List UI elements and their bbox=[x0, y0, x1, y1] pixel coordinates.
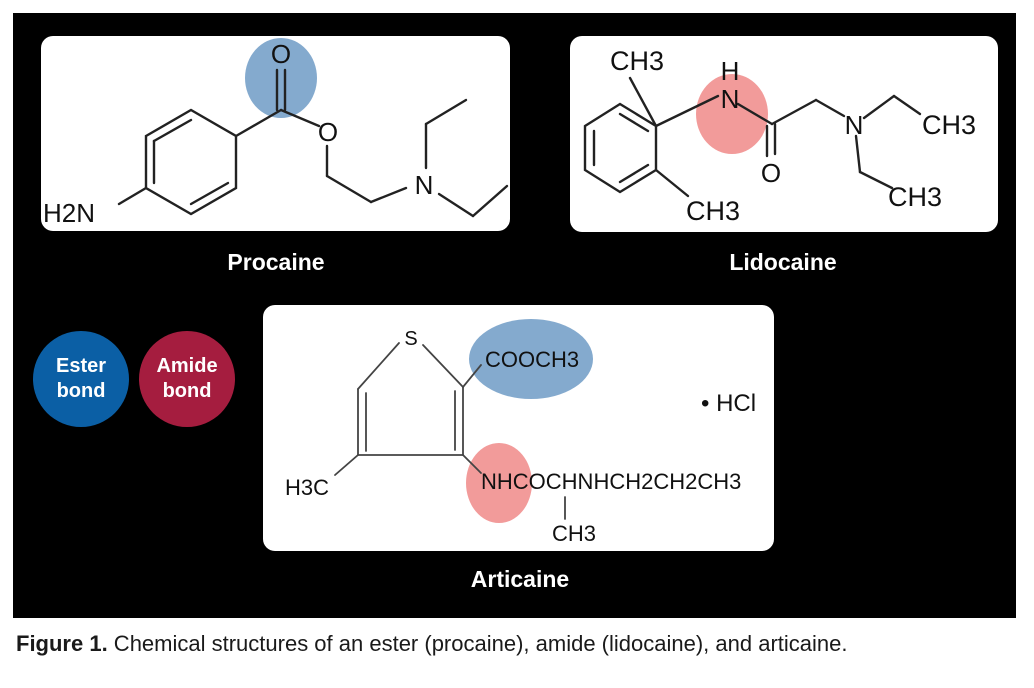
lidocaine-methyl-lower-right: CH3 bbox=[888, 182, 942, 212]
lidocaine-carbonyl-oxygen: O bbox=[761, 158, 781, 188]
procaine-amine-nitrogen: N bbox=[415, 170, 434, 200]
procaine-carbonyl-oxygen: O bbox=[271, 39, 291, 69]
figure-caption-text: Chemical structures of an ester (procain… bbox=[107, 631, 848, 656]
procaine-ester-oxygen: O bbox=[318, 117, 338, 147]
amide-legend-line2: bond bbox=[162, 380, 212, 402]
procaine-structure: O O N H2N bbox=[43, 38, 509, 228]
lidocaine-label: Lidocaine bbox=[729, 249, 837, 275]
lidocaine-amide-nitrogen: N bbox=[721, 84, 740, 114]
articaine-structure-panel: S COOCH3 • HCl H3C NHCOCHNHCH2CH2CH3 CH3 bbox=[263, 305, 774, 551]
articaine-structure: S COOCH3 • HCl H3C NHCOCHNHCH2CH2CH3 CH3 bbox=[285, 319, 756, 546]
amide-bond-highlight-articaine bbox=[466, 443, 532, 523]
ester-bond-highlight-articaine bbox=[469, 319, 593, 399]
articaine-sulfur: S bbox=[404, 328, 417, 350]
figure-caption: Figure 1. Chemical structures of an este… bbox=[16, 631, 847, 657]
procaine-structure-panel: O O N H2N bbox=[41, 36, 510, 231]
amide-legend-line1: Amide bbox=[156, 355, 218, 377]
lidocaine-structure-panel: CH3 H N N CH3 O CH3 CH3 bbox=[570, 36, 998, 232]
articaine-hcl-salt: • HCl bbox=[701, 390, 756, 417]
ester-bond-highlight bbox=[245, 38, 317, 118]
articaine-side-chain: NHCOCHNHCH2CH2CH3 bbox=[481, 469, 741, 494]
ester-legend-line1: Ester bbox=[55, 355, 107, 377]
figure-caption-label: Figure 1. bbox=[16, 631, 108, 656]
ester-legend-line2: bond bbox=[56, 380, 106, 402]
articaine-methyl-ring: H3C bbox=[285, 475, 329, 500]
amide-bond-legend: Amide bond bbox=[139, 331, 235, 427]
lidocaine-methyl-top: CH3 bbox=[610, 46, 664, 76]
articaine-label: Articaine bbox=[470, 566, 570, 592]
articaine-methyl-branch: CH3 bbox=[552, 521, 596, 546]
procaine-amino-group: H2N bbox=[43, 198, 95, 228]
articaine-ester-group: COOCH3 bbox=[485, 347, 579, 372]
lidocaine-structure: CH3 H N N CH3 O CH3 CH3 bbox=[583, 46, 976, 226]
lidocaine-amine-nitrogen: N bbox=[845, 110, 864, 140]
lidocaine-amide-hydrogen: H bbox=[721, 56, 740, 86]
procaine-label: Procaine bbox=[227, 249, 325, 275]
amide-bond-highlight bbox=[696, 74, 768, 154]
lidocaine-methyl-right: CH3 bbox=[922, 110, 976, 140]
lidocaine-methyl-bottom: CH3 bbox=[686, 196, 740, 226]
ester-bond-legend: Ester bond bbox=[33, 331, 129, 427]
